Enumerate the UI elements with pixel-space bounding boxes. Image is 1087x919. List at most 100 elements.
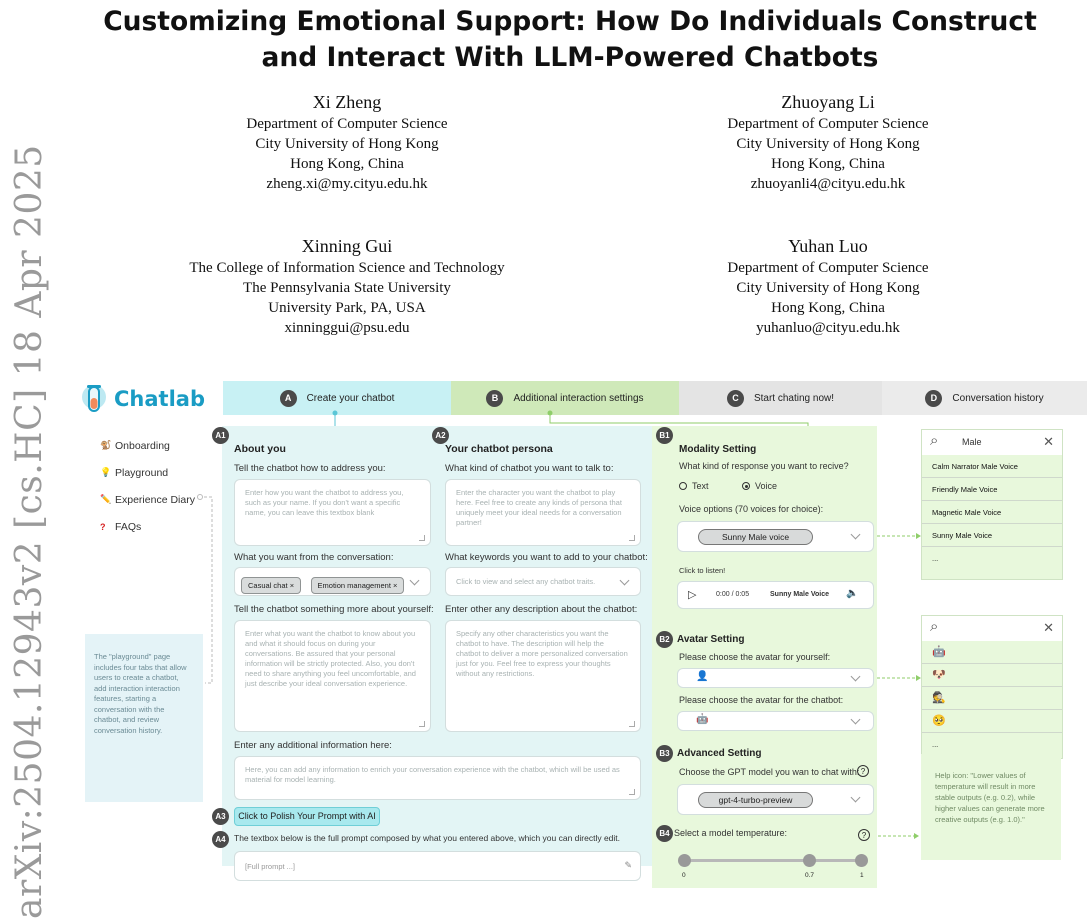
badge-b3: B3 (656, 745, 673, 762)
search-icon: ⌕ (930, 432, 939, 449)
avatar-option-pleading-face[interactable]: 🥺 (922, 710, 1062, 733)
voice-search-input[interactable]: Male (962, 437, 982, 447)
bot-avatar-select[interactable]: 🤖 (677, 711, 874, 731)
temperature-label: Select a model temperature: (674, 828, 788, 838)
list-item[interactable]: ... (932, 740, 939, 749)
author-email: zhuoyanli4@cityu.edu.hk (750, 176, 906, 192)
radio-unchecked-icon (679, 482, 687, 490)
menu-item-experience-diary[interactable]: ✏️ Experience Diary (100, 486, 195, 513)
tab-conversation-history[interactable]: D Conversation history (882, 381, 1087, 415)
voice-dropdown-list: ⌕ Male ✕ Calm Narrator Male Voice Friend… (921, 429, 1063, 580)
playground-annotation: The "playground" page includes four tabs… (85, 634, 203, 802)
menu-item-onboarding[interactable]: 🐒 Onboarding (100, 432, 195, 459)
author-affiliation: Hong Kong, China (290, 156, 404, 172)
edit-pencil-icon[interactable]: ✎ (624, 860, 632, 870)
additional-info-input[interactable]: Here, you can add any information to enr… (234, 756, 641, 800)
author-name: Xi Zheng (312, 92, 382, 112)
chevron-down-icon (409, 575, 420, 586)
tab-label: Conversation history (952, 392, 1044, 404)
person-avatar-icon: 👤 (696, 671, 709, 682)
list-item[interactable]: ... (932, 554, 939, 563)
menu-label: Onboarding (115, 439, 170, 452)
keywords-select[interactable]: Click to view and select any chatbot tra… (445, 567, 641, 596)
search-icon: ⌕ (930, 618, 939, 635)
radio-label: Text (692, 481, 709, 491)
volume-icon[interactable]: 🔈 (846, 588, 859, 599)
slider-track (684, 859, 862, 862)
listen-label: Click to listen! (679, 566, 726, 575)
tab-bar: A Create your chatbot B Additional inter… (223, 381, 1087, 415)
menu-item-faqs[interactable]: ? FAQs (100, 513, 195, 540)
badge-a1: A1 (212, 427, 229, 444)
list-item[interactable]: Friendly Male Voice (922, 478, 1062, 501)
tab-create-chatbot[interactable]: A Create your chatbot (223, 381, 451, 415)
keywords-placeholder: Click to view and select any chatbot tra… (456, 577, 596, 586)
tab-interaction-settings[interactable]: B Additional interaction settings (451, 381, 679, 415)
resize-handle-icon[interactable] (629, 535, 635, 541)
logo-text: Chatlab (114, 387, 205, 411)
author-email: zheng.xi@my.cityu.edu.hk (266, 176, 428, 192)
address-input[interactable]: Enter how you want the chatbot to addres… (234, 479, 431, 546)
full-prompt-value: [Full prompt ...] (245, 862, 296, 871)
resize-handle-icon[interactable] (419, 535, 425, 541)
badge-a2: A2 (432, 427, 449, 444)
badge-a3: A3 (212, 808, 229, 825)
list-item[interactable]: Sunny Male Voice (922, 524, 1062, 547)
temperature-slider[interactable] (678, 854, 868, 868)
chatlab-logo: Chatlab (80, 382, 205, 416)
avatar-dropdown-list: ⌕ ✕ 🤖 🐶 🕵️ 🥺 ... (921, 615, 1063, 759)
author-affiliation: City University of Hong Kong (255, 136, 439, 152)
badge-b2: B2 (656, 631, 673, 648)
resize-handle-icon[interactable] (629, 789, 635, 795)
arxiv-identifier: arXiv:2504.12943v2 [cs.HC] 18 Apr 2025 (9, 144, 50, 919)
help-icon[interactable]: ? (857, 765, 869, 777)
question-mark-icon: ? (100, 521, 106, 532)
play-icon[interactable]: ▷ (688, 589, 697, 601)
chevron-down-icon (850, 792, 861, 803)
tab-start-chatting[interactable]: C Start chating now! (679, 381, 882, 415)
badge-b1: B1 (656, 427, 673, 444)
chatlab-figure: Chatlab A Create your chatbot B Addition… (78, 376, 1087, 919)
description-input[interactable]: Specify any other characteristics you wa… (445, 620, 641, 732)
full-prompt-input[interactable]: [Full prompt ...] ✎ (234, 851, 641, 881)
close-icon[interactable]: ✕ (1043, 434, 1054, 449)
side-menu: 🐒 Onboarding 💡 Playground ✏️ Experience … (100, 432, 195, 540)
about-you-heading: About you (234, 443, 286, 455)
close-icon[interactable]: ✕ (1043, 620, 1054, 635)
keywords-question: What keywords you want to add to your ch… (445, 552, 648, 563)
test-tube-icon (80, 382, 108, 416)
robot-avatar-icon: 🤖 (696, 714, 709, 725)
conversation-goal-select[interactable]: Casual chat × Emotion management × (234, 567, 431, 596)
radio-text[interactable]: Text (679, 481, 709, 491)
polish-prompt-button[interactable]: Click to Polish Your Prompt with AI (234, 807, 380, 826)
menu-item-playground[interactable]: 💡 Playground (100, 459, 195, 486)
radio-checked-icon (742, 482, 750, 490)
avatar-option-detective[interactable]: 🕵️ (922, 687, 1062, 710)
tab-badge: A (279, 389, 297, 407)
help-icon[interactable]: ? (858, 829, 870, 841)
chip-emotion-management[interactable]: Emotion management × (310, 577, 405, 594)
avatar-option-robot[interactable]: 🤖 (922, 641, 1062, 664)
persona-input[interactable]: Enter the character you want the chatbot… (445, 479, 641, 546)
chip-label: Emotion management (317, 581, 391, 590)
resize-handle-icon[interactable] (629, 721, 635, 727)
tab-badge: D (925, 389, 943, 407)
radio-voice[interactable]: Voice (742, 481, 777, 491)
menu-label: Playground (115, 466, 169, 479)
resize-handle-icon[interactable] (419, 721, 425, 727)
audio-player: ▷ 0:00 / 0:05 Sunny Male Voice 🔈 (677, 581, 874, 609)
user-avatar-select[interactable]: 👤 (677, 668, 874, 688)
author-block: Xi Zheng Department of Computer Science … (137, 90, 557, 194)
chip-casual-chat[interactable]: Casual chat × (241, 577, 302, 594)
slider-thumb[interactable] (803, 854, 816, 867)
author-email: xinninggui@psu.edu (284, 320, 410, 336)
chevron-down-icon (850, 671, 861, 682)
author-name: Zhuoyang Li (781, 92, 875, 112)
about-yourself-input[interactable]: Enter what you want the chatbot to know … (234, 620, 431, 732)
player-time: 0:00 / 0:05 (716, 591, 750, 598)
menu-label: FAQs (115, 520, 142, 533)
author-affiliation: City University of Hong Kong (736, 280, 920, 296)
avatar-option-dog[interactable]: 🐶 (922, 664, 1062, 687)
list-item[interactable]: Magnetic Male Voice (922, 501, 1062, 524)
list-item[interactable]: Calm Narrator Male Voice (922, 455, 1062, 478)
